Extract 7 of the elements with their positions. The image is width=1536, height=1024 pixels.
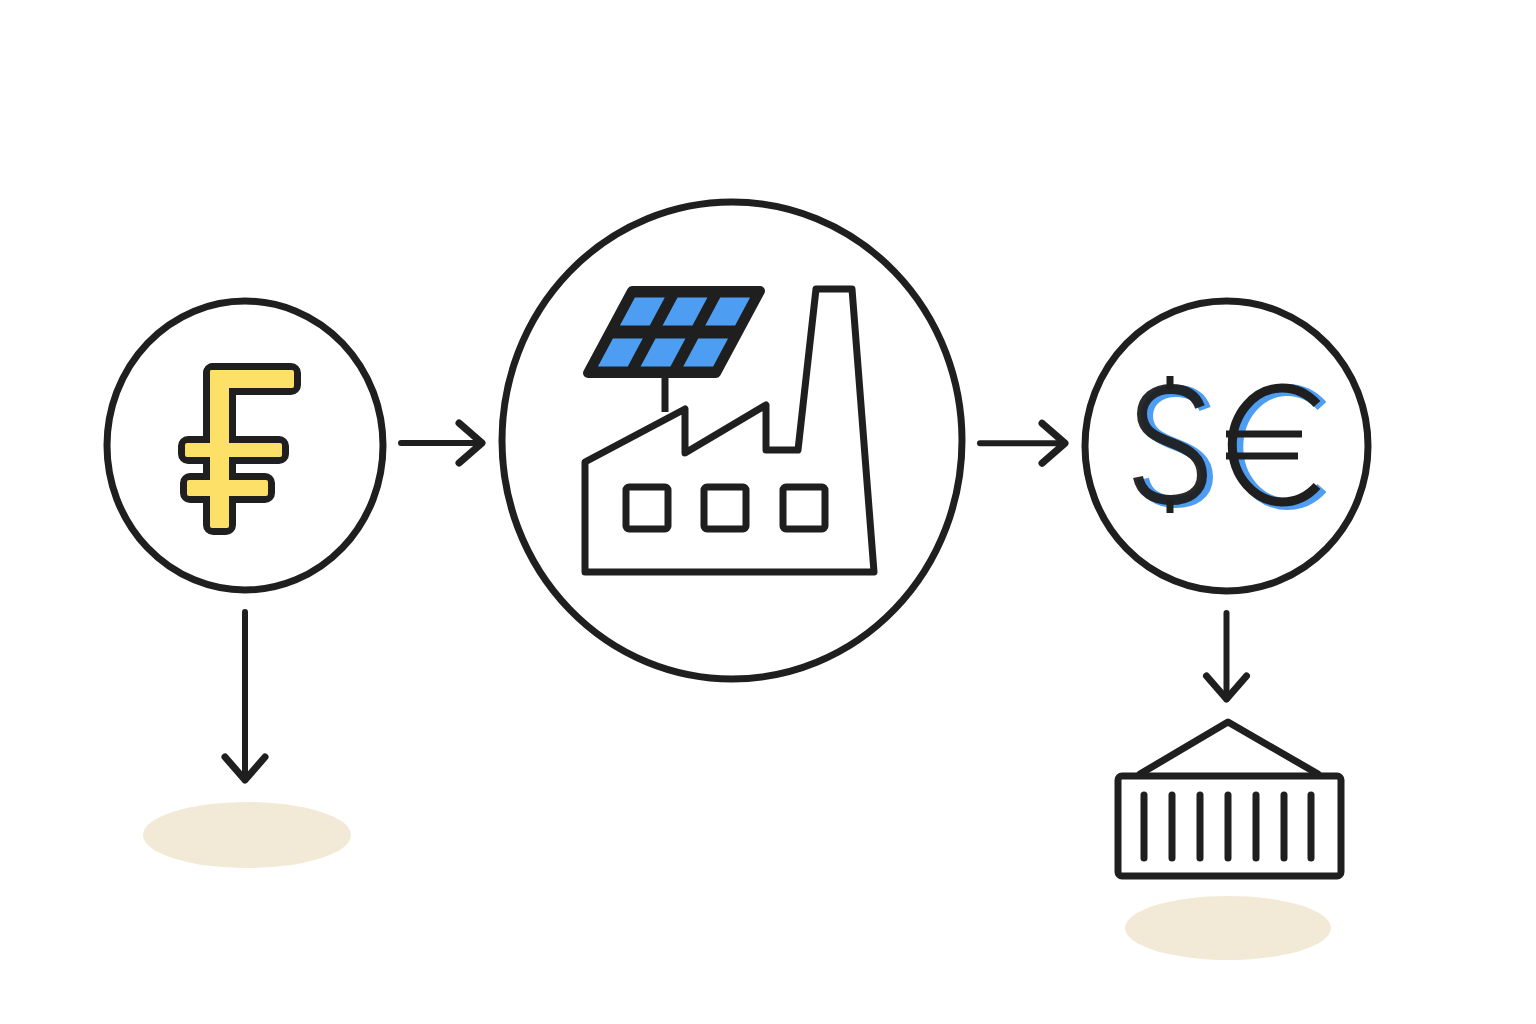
circle-node	[498, 198, 966, 683]
arrow	[398, 419, 486, 467]
arrow	[977, 419, 1069, 467]
circle-node	[103, 297, 387, 594]
arrow	[221, 609, 269, 784]
arrow	[1203, 610, 1250, 703]
circle-node	[1081, 297, 1372, 595]
